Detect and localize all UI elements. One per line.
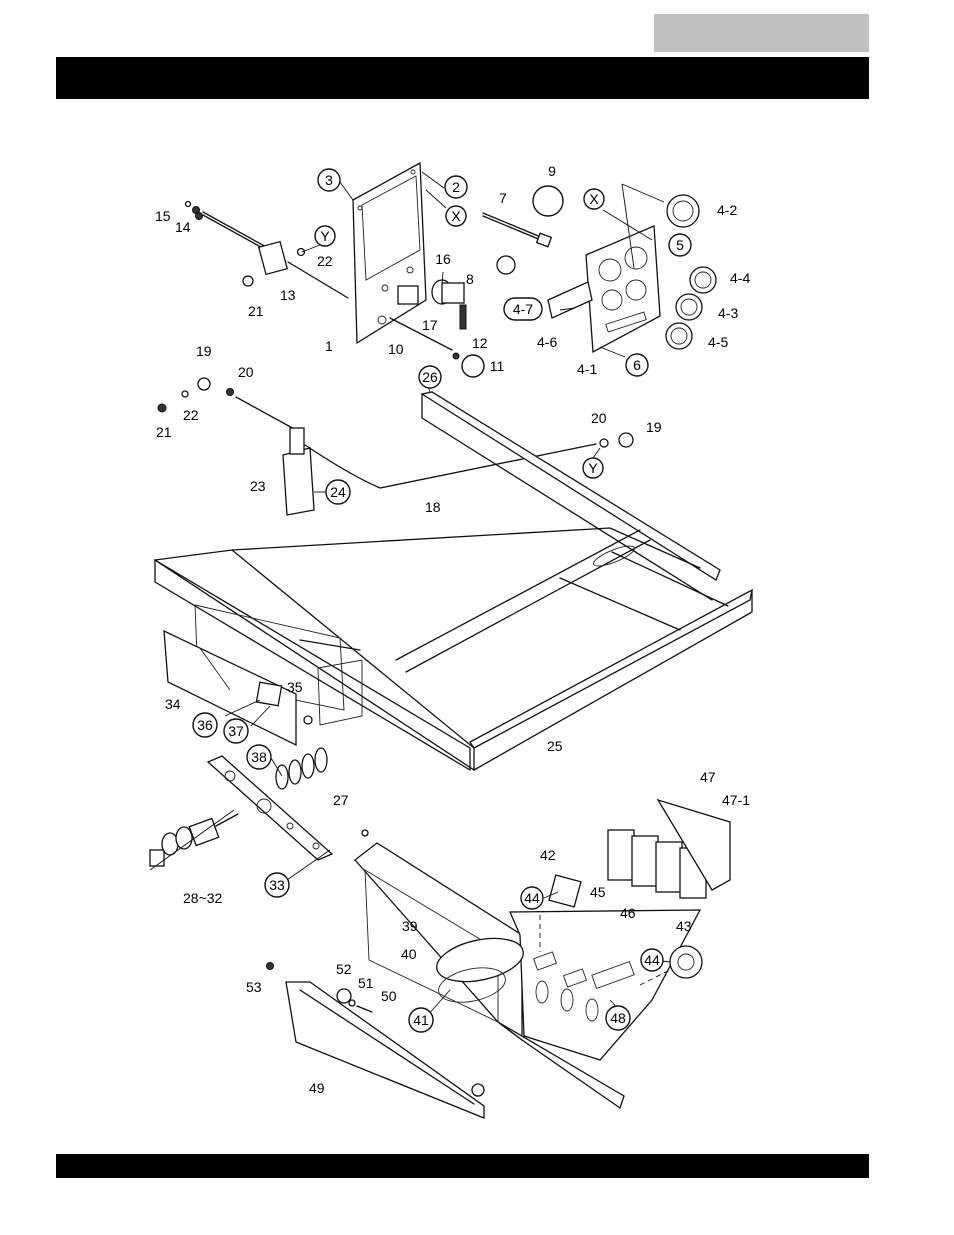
svg-text:11: 11 [490, 358, 505, 374]
label-19-a: 19 [196, 343, 212, 359]
callout-2: 2 [445, 176, 467, 198]
callout-3: 3 [318, 169, 340, 191]
throttle-cable-upper [186, 202, 349, 299]
svg-text:44: 44 [644, 952, 660, 968]
svg-text:Y: Y [588, 460, 598, 476]
label-20-a: 20 [238, 364, 254, 380]
label-39: 39 [402, 918, 418, 934]
callout-33: 33 [265, 873, 289, 897]
label-4-4: 4-4 [730, 270, 750, 286]
svg-text:41: 41 [413, 1012, 429, 1028]
callout-38: 38 [247, 745, 271, 769]
label-14: 14 [175, 219, 191, 235]
label-23: 23 [250, 478, 266, 494]
label-22-b: 22 [183, 407, 199, 423]
callout-11: 11 [462, 355, 504, 377]
callout-9: 9 [533, 163, 563, 216]
svg-text:6: 6 [633, 357, 641, 373]
callout-26: 26 [419, 366, 441, 388]
label-45: 45 [590, 884, 606, 900]
svg-text:48: 48 [610, 1010, 626, 1026]
callout-5: 5 [669, 234, 691, 256]
label-47: 47 [700, 769, 716, 785]
callout-36: 36 [193, 713, 217, 737]
label-8: 8 [466, 271, 474, 287]
receptacle-42 [549, 875, 581, 907]
rubber-mount-stack [276, 748, 327, 789]
svg-text:3: 3 [325, 172, 333, 188]
callout-16: 16 [435, 251, 451, 267]
callout-y-2: Y [583, 458, 603, 478]
svg-text:5: 5 [676, 237, 684, 253]
label-25: 25 [547, 738, 563, 754]
svg-text:X: X [451, 208, 461, 224]
callout-x-1: X [446, 206, 466, 226]
label-21-a: 21 [248, 303, 264, 319]
label-21-b: 21 [156, 424, 172, 440]
label-15: 15 [155, 208, 171, 224]
label-12: 12 [472, 335, 488, 351]
label-4-6: 4-6 [537, 334, 557, 350]
label-35: 35 [287, 679, 303, 695]
label-22-a: 22 [317, 253, 333, 269]
svg-text:26: 26 [422, 369, 438, 385]
label-4-5: 4-5 [708, 334, 728, 350]
label-4-2: 4-2 [717, 202, 737, 218]
label-4-3: 4-3 [718, 305, 738, 321]
svg-text:Y: Y [320, 228, 330, 244]
svg-text:44: 44 [524, 890, 540, 906]
label-19-b: 19 [646, 419, 662, 435]
callout-44-b: 44 [641, 949, 663, 971]
svg-text:16: 16 [435, 251, 451, 267]
callout-4-7: 4-7 [504, 298, 542, 320]
callout-37: 37 [224, 719, 248, 743]
label-40: 40 [401, 946, 417, 962]
svg-text:9: 9 [548, 163, 556, 179]
receptacle-43 [670, 946, 702, 978]
label-7: 7 [499, 190, 507, 206]
label-28-32: 28~32 [183, 890, 223, 906]
label-50: 50 [381, 988, 397, 1004]
label-52: 52 [336, 961, 352, 977]
label-46: 46 [620, 905, 636, 921]
label-13: 13 [280, 287, 296, 303]
svg-text:36: 36 [197, 717, 213, 733]
callout-y-1: Y [315, 226, 335, 246]
bolt-set-28-32 [150, 814, 238, 866]
svg-text:38: 38 [251, 749, 267, 765]
svg-text:2: 2 [452, 179, 460, 195]
label-27: 27 [333, 792, 349, 808]
throttle-cable-lower [158, 378, 633, 515]
svg-text:X: X [589, 191, 599, 207]
label-43: 43 [676, 918, 692, 934]
label-17: 17 [422, 317, 438, 333]
cover-panel-49 [267, 963, 485, 1119]
svg-text:33: 33 [269, 877, 285, 893]
callout-x-2: X [584, 189, 604, 209]
callout-48: 48 [606, 1006, 630, 1030]
label-18: 18 [425, 499, 441, 515]
callout-24: 24 [326, 480, 350, 504]
svg-text:37: 37 [228, 723, 244, 739]
breaker-block-45 [608, 800, 730, 898]
svg-text:4-7: 4-7 [513, 301, 533, 317]
label-49: 49 [309, 1080, 325, 1096]
control-panel-plate-assembly [353, 163, 426, 343]
label-20-b: 20 [591, 410, 607, 426]
label-51: 51 [358, 975, 374, 991]
callout-6: 6 [626, 354, 648, 376]
label-42: 42 [540, 847, 556, 863]
callout-41: 41 [409, 1008, 433, 1032]
label-1: 1 [325, 338, 333, 354]
label-53: 53 [246, 979, 262, 995]
label-4-1: 4-1 [577, 361, 597, 377]
label-10: 10 [388, 341, 404, 357]
svg-text:24: 24 [330, 484, 346, 500]
instrument-panel-assembly [483, 184, 716, 352]
callout-44-a: 44 [521, 887, 543, 909]
label-47-1: 47-1 [722, 792, 750, 808]
label-34: 34 [165, 696, 181, 712]
footer-bar [56, 1154, 869, 1178]
